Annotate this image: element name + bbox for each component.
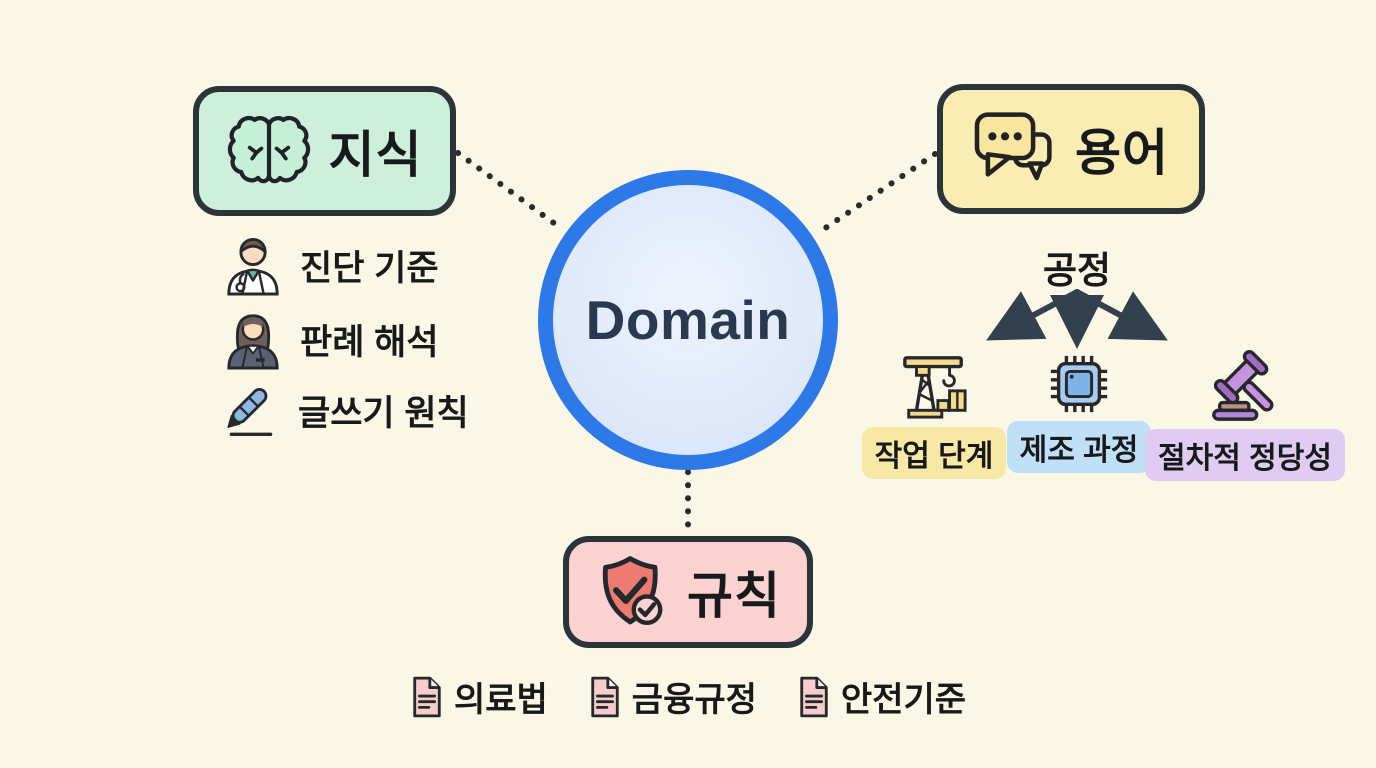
knowledge-item-label: 진단 기준 [300,248,439,288]
crane-icon [903,356,967,419]
rules-items-row: 의료법 금융규정 안전기준 [0,672,1376,721]
document-icon [591,676,619,717]
node-terminology-label: 용어 [1075,125,1169,181]
branch-item-due-process: 절차적 정당성 [1145,350,1345,481]
pen-icon [227,387,273,436]
knowledge-item-writing: 글쓰기 원칙 [222,381,469,439]
connector-terminology [815,151,938,236]
process-root-label: 공정 [1042,250,1112,291]
knowledge-item-label: 글쓰기 원칙 [298,393,469,433]
rules-item-label: 금융규정 [631,681,757,719]
knowledge-item-diagnosis: 진단 기준 [224,234,439,296]
knowledge-item-label: 판례 해석 [300,322,439,362]
rules-item-label: 의료법 [453,681,548,719]
node-rules: 규칙 [563,536,813,648]
document-icon [413,676,441,717]
connector-knowledge [455,150,565,232]
node-knowledge: 지식 [193,86,456,216]
branch-pill-label: 작업 단계 [861,427,1007,479]
domain-label: Domain [585,289,791,351]
node-rules-label: 규칙 [687,568,781,624]
domain-center-node: Domain [538,170,838,470]
branch-item-work-steps: 작업 단계 [858,350,1010,479]
branch-arrow-left [986,289,1080,341]
lawyer-icon [227,314,279,370]
shield-check-icon [602,556,663,626]
brain-icon [227,116,310,184]
rules-item-financial-regulation: 금융규정 [588,672,757,721]
rules-item-medical-law: 의료법 [410,672,548,721]
doctor-icon [227,237,279,296]
rules-item-label: 안전기준 [840,681,967,719]
knowledge-item-caselaw: 판례 해석 [224,308,439,370]
document-icon [800,676,828,717]
branch-item-manufacturing: 제조 과정 [1006,352,1152,473]
branch-pill-label: 절차적 정당성 [1145,429,1345,481]
gavel-icon [1212,350,1274,421]
node-knowledge-label: 지식 [328,127,423,183]
branch-arrow-right [1074,289,1168,341]
chip-icon [1050,355,1108,413]
branch-pill-label: 제조 과정 [1006,421,1152,473]
rules-item-safety-standard: 안전기준 [797,672,966,721]
chat-icon [974,112,1052,181]
node-terminology: 용어 [937,84,1205,214]
